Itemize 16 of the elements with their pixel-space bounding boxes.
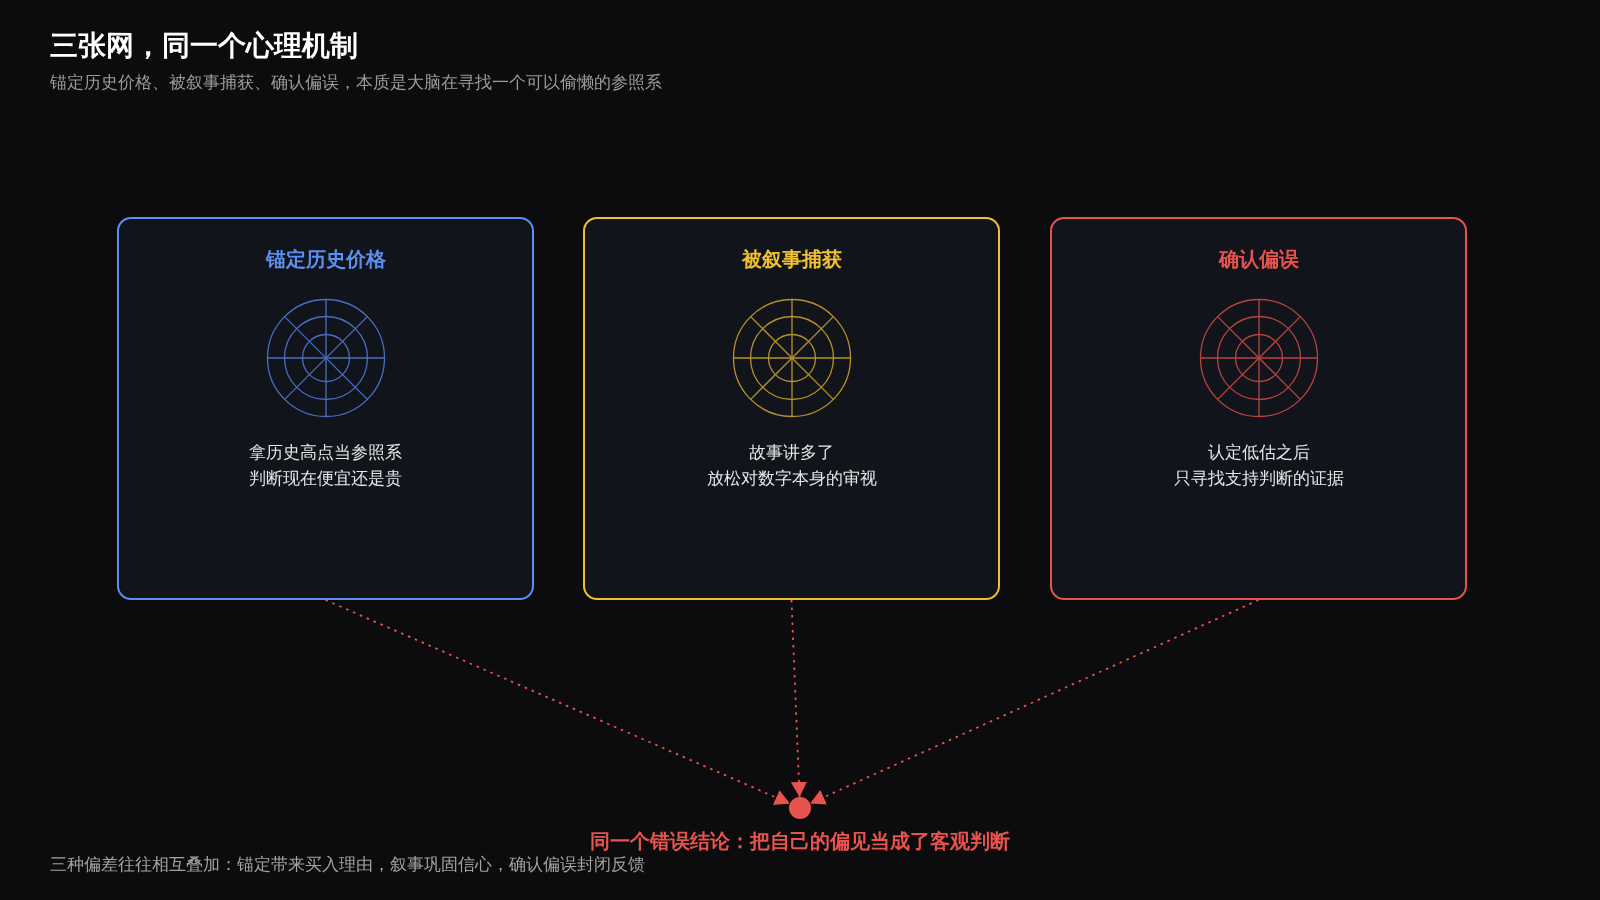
dotted-arrow [809,599,1260,805]
card-title: 被叙事捕获 [741,246,842,272]
card-description: 拿历史高点当参照系判断现在便宜还是贵 [249,441,402,490]
footnote: 三种偏差往往相互叠加：锚定带来买入理由，叙事巩固信心，确认偏误封闭反馈 [50,854,645,874]
card [1050,217,1467,600]
card-title: 锚定历史价格 [265,246,386,272]
card-description: 故事讲多了放松对数字本身的审视 [706,441,877,490]
card-title: 确认偏误 [1218,246,1299,272]
conclusion-text: 同一个错误结论：把自己的偏见当成了客观判断 [590,830,1010,852]
card [583,217,1000,600]
card [117,217,534,600]
dotted-arrow [790,599,807,798]
slide-title: 三张网，同一个心理机制 [50,28,358,64]
card-description: 认定低估之后只寻找支持判断的证据 [1173,441,1344,490]
dotted-arrow [324,599,791,805]
subtitle: 锚定历史价格、被叙事捕获、确认偏误，本质是大脑在寻找一个可以偷懒的参照系 [50,71,662,93]
